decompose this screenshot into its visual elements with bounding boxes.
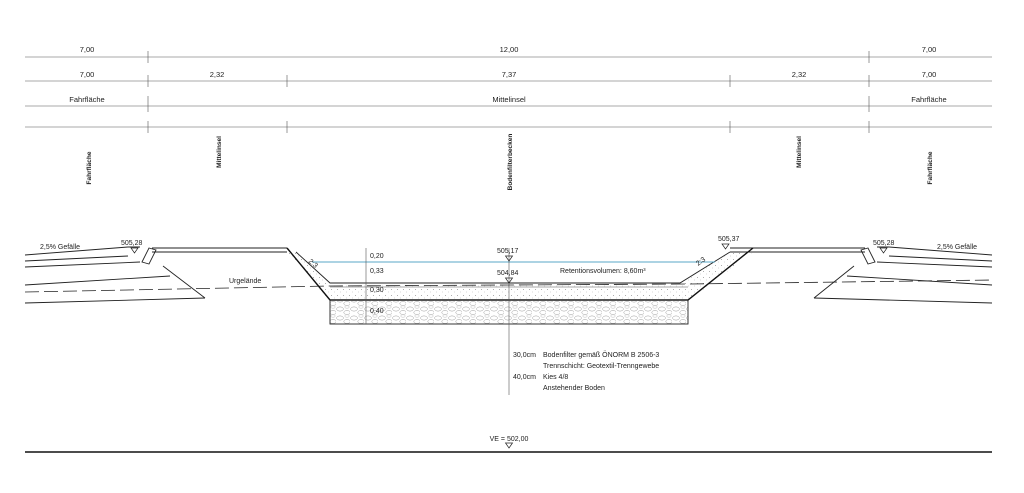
legend-text: Bodenfilter gemäß ÖNORM B 2506-3 <box>543 351 659 359</box>
layer-depth: 0,30 <box>370 287 384 294</box>
original-ground <box>24 279 993 293</box>
zone-label: Fahrfläche <box>911 95 946 104</box>
elevation-left-edge: 505,28 <box>121 240 143 247</box>
dim-label: 2,32 <box>210 70 225 79</box>
zone-label: Mittelinsel <box>492 95 526 104</box>
section-labels: 2,5% Gefälle 2,5% Gefälle 505,28 505,28 … <box>40 236 977 315</box>
vertical-labels: Fahrfläche Mittelinsel Bodenfilterbecken… <box>86 134 934 191</box>
dim-label: 7,37 <box>502 70 517 79</box>
dimension-row-3: Fahrfläche Mittelinsel Fahrfläche <box>25 95 992 112</box>
dimension-row-2: 7,00 2,32 7,37 2,32 7,00 <box>25 70 992 87</box>
original-ground-label: Urgelände <box>229 278 261 285</box>
legend-text: Anstehender Boden <box>543 385 605 392</box>
elevation-inner-right: 505,37 <box>718 236 740 243</box>
reference-level: VE = 502,00 <box>25 436 992 453</box>
zone-label: Fahrfläche <box>69 95 104 104</box>
reference-level-label: VE = 502,00 <box>490 436 529 443</box>
right-road-section <box>730 246 993 304</box>
dim-label: 7,00 <box>80 45 95 54</box>
embankment-slope-left: 2:3 <box>307 258 319 270</box>
layer-depth: 0,20 <box>370 253 384 260</box>
legend-text: Trennschicht: Geotextil-Trenngewebe <box>543 363 659 370</box>
layer-depth: 0,40 <box>370 308 384 315</box>
layer-legend: 30,0cm Bodenfilter gemäß ÖNORM B 2506-3 … <box>513 351 659 392</box>
elevation-right-edge: 505,28 <box>873 240 895 247</box>
vertical-label: Bodenfilterbecken <box>507 134 514 191</box>
dim-label: 7,00 <box>922 70 937 79</box>
dimension-row-1: 7,00 12,00 7,00 <box>25 45 992 63</box>
layer-depth: 0,33 <box>370 268 384 275</box>
slope-left-label: 2,5% Gefälle <box>40 244 80 251</box>
legend-thickness: 40,0cm <box>513 374 536 381</box>
vertical-label: Fahrfläche <box>927 151 934 184</box>
dimension-row-4 <box>25 121 992 133</box>
elevation-markers <box>130 243 888 449</box>
slope-right-label: 2,5% Gefälle <box>937 244 977 251</box>
elevation-bottom: 504,84 <box>497 270 519 277</box>
dim-label: 12,00 <box>500 45 519 54</box>
left-road-section <box>24 246 287 304</box>
dim-label: 2,32 <box>792 70 807 79</box>
curb-right <box>860 247 876 265</box>
filter-layer-fill <box>287 252 753 301</box>
legend-text: Kies 4/8 <box>543 374 568 381</box>
vertical-label: Fahrfläche <box>86 151 93 184</box>
embankment-slope-right: 2:3 <box>695 256 707 267</box>
curb-left <box>141 247 157 265</box>
dim-label: 7,00 <box>922 45 937 54</box>
filter-basin <box>286 247 754 395</box>
elevation-water: 505,17 <box>497 248 519 255</box>
legend-thickness: 30,0cm <box>513 352 536 359</box>
dim-label: 7,00 <box>80 70 95 79</box>
vertical-label: Mittelinsel <box>796 136 803 168</box>
vertical-label: Mittelinsel <box>216 136 223 168</box>
retention-label: Retentionsvolumen: 8,60m³ <box>560 268 646 275</box>
